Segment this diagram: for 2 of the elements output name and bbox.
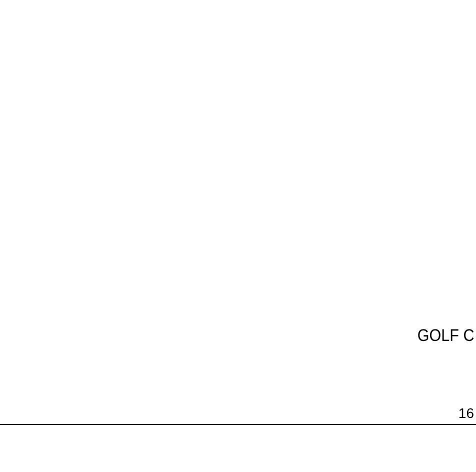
- text-label: GOLF C: [417, 326, 474, 346]
- text-label: 16: [458, 405, 474, 421]
